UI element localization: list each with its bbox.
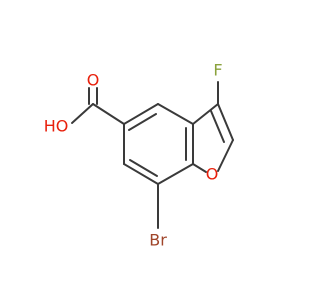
atom-furan-oxygen: O: [206, 165, 219, 184]
bond-c3-c2-inner: [210, 110, 225, 143]
bond-c3a-c4: [123, 103, 159, 125]
bond-c3a-c4-inner: [128, 113, 157, 131]
bond-c3-c2: [217, 103, 234, 141]
bond-c5-c6-inner: [129, 159, 158, 177]
bond-c2-o1: [217, 139, 234, 172]
bond-o1-c7a: [192, 163, 207, 173]
benzene-ring: [123, 103, 194, 185]
atom-hydroxyl: HO: [44, 117, 69, 136]
bond-c3a-c3: [192, 103, 219, 125]
bond-c5-cooh: [92, 103, 125, 125]
bond-c7a-c3a: [157, 103, 194, 125]
atom-fluorine: F: [213, 61, 222, 80]
atom-bromine: Br: [149, 231, 167, 250]
bond-c6-c7: [157, 163, 194, 185]
atom-carbonyl-oxygen: O: [87, 71, 100, 90]
molecule-diagram: F O Br O HO: [44, 61, 234, 250]
furan-ring: [192, 103, 234, 173]
structure-canvas: F O Br O HO: [43, 60, 234, 250]
bond-c-oh: [71, 103, 94, 124]
bond-c5-c6: [123, 163, 159, 185]
